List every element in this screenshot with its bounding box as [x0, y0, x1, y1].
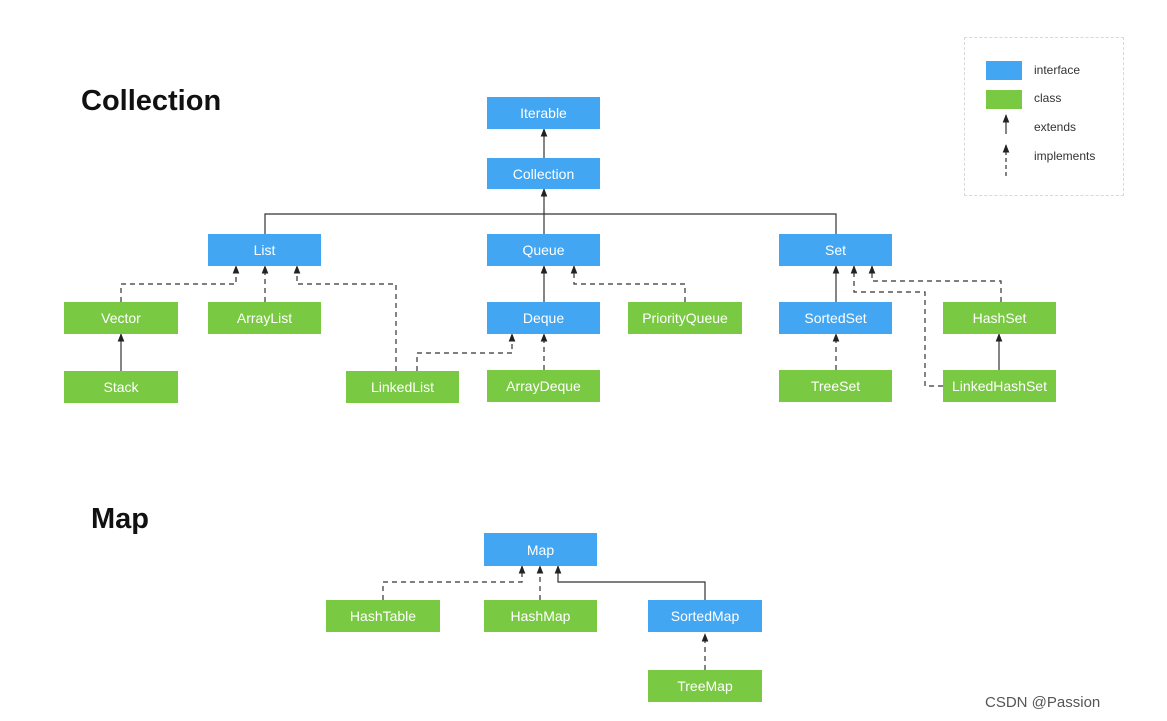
sortedset-node: SortedSet — [779, 302, 892, 334]
linkedhashset-implements-set — [850, 265, 943, 387]
arraylist-node: ArrayList — [208, 302, 321, 334]
legend-box: interface class extends implements — [964, 37, 1124, 196]
sortedmap-node: SortedMap — [648, 600, 762, 632]
linkedlist-implements-list — [293, 265, 397, 371]
hashtable-node: HashTable — [326, 600, 440, 632]
legend-extends-label: extends — [1034, 120, 1077, 134]
legend-interface-label: interface — [1034, 63, 1081, 77]
watermark-text: CSDN @Passion — [985, 694, 1101, 711]
linkedlist-node: LinkedList — [346, 371, 459, 403]
collection-section-title: Collection — [81, 85, 222, 117]
priorityqueue-implements-queue — [570, 265, 686, 302]
vector-node: Vector — [64, 302, 178, 334]
legend-class-swatch — [986, 90, 1022, 109]
hashmap-node: HashMap — [484, 600, 597, 632]
list-node: List — [208, 234, 321, 266]
treemap-node: TreeMap — [648, 670, 762, 702]
map-node: Map — [484, 533, 597, 566]
legend-dashed-arrow-icon — [1002, 144, 1010, 176]
hashtable-implements-map — [382, 565, 526, 600]
legend-implements-label: implements — [1034, 149, 1096, 163]
collection-node: Collection — [487, 158, 600, 189]
queue-node: Queue — [487, 234, 600, 266]
deque-node: Deque — [487, 302, 600, 334]
legend-class-label: class — [1034, 91, 1062, 105]
iterable-node: Iterable — [487, 97, 600, 129]
stack-node: Stack — [64, 371, 178, 403]
collection-branch-line — [264, 213, 837, 234]
hashset-implements-set — [868, 265, 1002, 302]
vector-implements-list — [120, 265, 240, 302]
set-node: Set — [779, 234, 892, 266]
linkedhashset-node: LinkedHashSet — [943, 370, 1056, 402]
treeset-node: TreeSet — [779, 370, 892, 402]
arraydeque-node: ArrayDeque — [487, 370, 600, 402]
linkedlist-implements-deque — [416, 333, 516, 371]
legend-solid-arrow-icon — [1002, 114, 1010, 134]
map-section-title: Map — [91, 503, 149, 535]
hashset-node: HashSet — [943, 302, 1056, 334]
sortedmap-extends-map — [554, 565, 706, 600]
legend-interface-swatch — [986, 61, 1022, 80]
priorityqueue-node: PriorityQueue — [628, 302, 742, 334]
